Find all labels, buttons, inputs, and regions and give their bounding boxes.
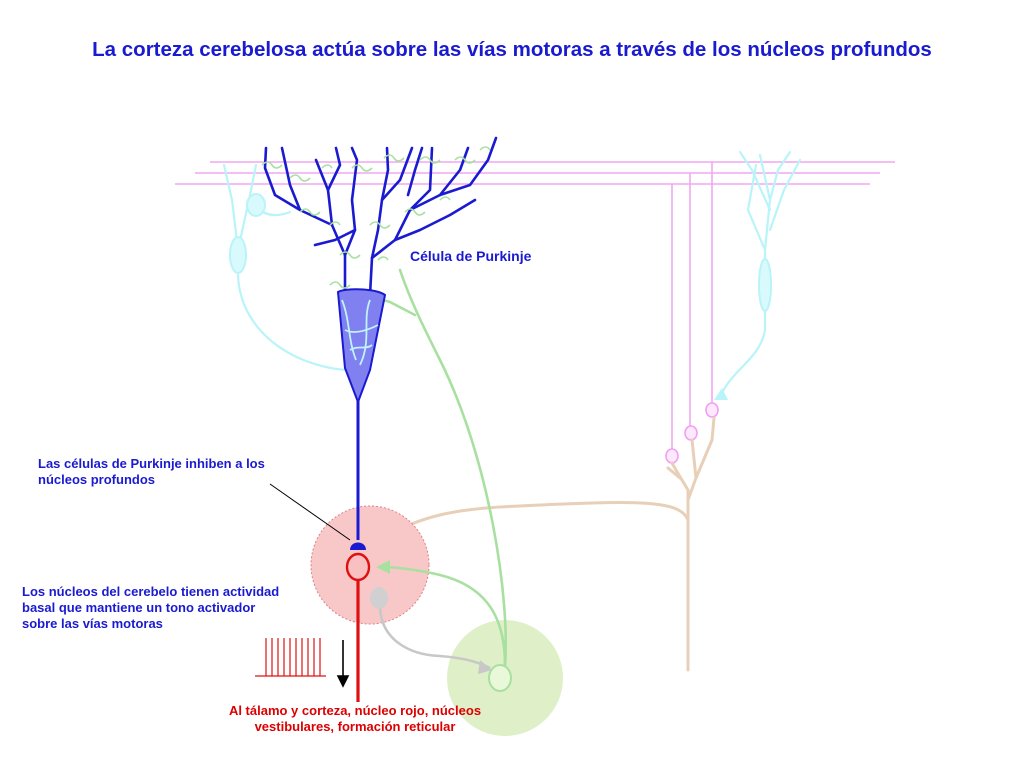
- purkinje-terminal: [350, 542, 366, 550]
- deep-nuclei-basal-activity-label: Los núcleos del cerebelo tienen activida…: [22, 584, 280, 631]
- climbing-fiber: [378, 416, 716, 672]
- golgi-terminal: [714, 388, 728, 400]
- gray-interneuron-soma: [370, 587, 388, 609]
- gray-axon: [378, 604, 491, 670]
- purkinje-dendrites: [263, 136, 498, 297]
- granule-cell-axons: [671, 162, 713, 452]
- golgi-left-body: [229, 236, 247, 274]
- purkinje-cell-label: Célula de Purkinje: [410, 248, 532, 264]
- output-targets-label: Al tálamo y corteza, núcleo rojo, núcleo…: [228, 703, 482, 734]
- gray-terminal: [478, 660, 492, 674]
- dendrite-synapses: [261, 146, 491, 289]
- mossy-terminal: [376, 560, 390, 574]
- purkinje-soma: [336, 288, 387, 405]
- deep-nucleus-neuron: [345, 552, 371, 582]
- purkinje-inhibit-label: Las células de Purkinje inhiben a los nú…: [38, 456, 265, 487]
- parallel-fibers: [175, 161, 895, 185]
- basket-fibers: [341, 299, 379, 366]
- granule-cell-soma: [488, 664, 512, 692]
- basket-cell-body: [246, 193, 266, 217]
- spike-train: [255, 638, 326, 677]
- down-arrow-icon: [336, 640, 350, 688]
- inhibit-pointer-line: [269, 483, 351, 541]
- page-title: La corteza cerebelosa actúa sobre las ví…: [92, 38, 932, 61]
- golgi-cell-body: [758, 258, 772, 312]
